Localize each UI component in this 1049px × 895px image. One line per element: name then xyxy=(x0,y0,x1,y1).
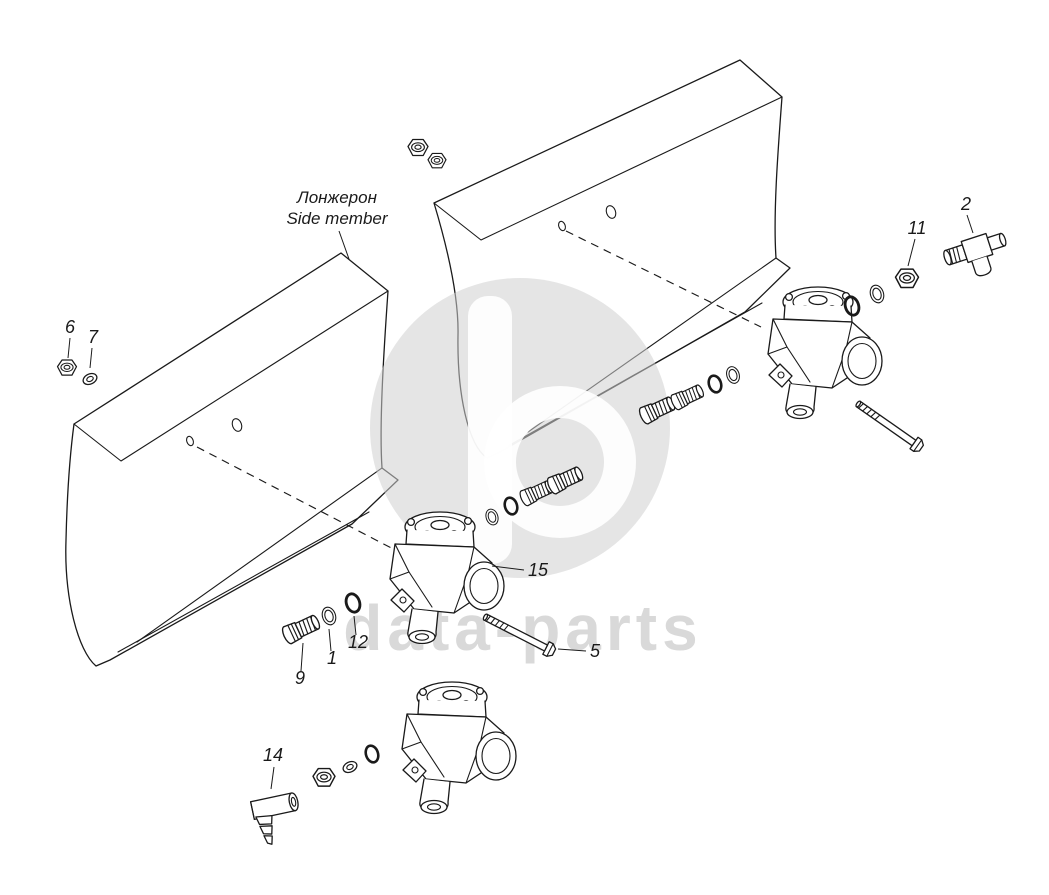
alignment-dashed-line-left xyxy=(196,446,400,553)
hex-nut xyxy=(407,138,429,157)
callout-7: 7 xyxy=(88,327,99,347)
sealing-ring-1 xyxy=(319,604,339,628)
union-fitting-9 xyxy=(279,611,323,646)
o-ring xyxy=(705,372,725,396)
side-member-label-en: Side member xyxy=(286,209,388,228)
callout-11: 11 xyxy=(908,218,927,238)
callout-1: 1 xyxy=(327,648,337,668)
callout-12: 12 xyxy=(348,632,368,652)
side-member-leader-line xyxy=(338,230,350,260)
mounting-bolt xyxy=(852,396,927,455)
leader-line-7 xyxy=(89,347,93,369)
side-member-left xyxy=(65,252,399,667)
mount-hole xyxy=(605,205,617,219)
leader-line-11 xyxy=(907,238,916,267)
callout-5: 5 xyxy=(590,641,601,661)
side-member-label-ru: Лонжерон xyxy=(296,188,378,207)
callout-6: 6 xyxy=(65,317,76,337)
hex-nut xyxy=(427,152,447,169)
leader-line-6 xyxy=(67,337,71,359)
tee-fitting-2 xyxy=(940,227,1015,286)
union-fitting xyxy=(668,381,707,412)
leader-line-2 xyxy=(966,214,974,234)
callouts: 6 7 2 11 15 9 1 12 5 14 xyxy=(65,194,974,790)
leader-line-15 xyxy=(491,565,525,571)
leader-line-1 xyxy=(328,628,332,652)
hex-nut xyxy=(312,767,336,787)
mount-hole xyxy=(231,418,243,432)
o-ring xyxy=(362,742,382,766)
callout-9: 9 xyxy=(295,668,305,688)
hex-nut-6 xyxy=(56,359,78,376)
side-member-label: Лонжерон Side member xyxy=(286,188,389,260)
leader-line-14 xyxy=(270,766,275,790)
leader-line-12 xyxy=(353,615,357,636)
valve-assembly-top xyxy=(767,286,883,420)
callout-15: 15 xyxy=(528,560,549,580)
hex-nut-11 xyxy=(894,268,920,289)
leader-line-9 xyxy=(300,642,304,672)
leader-line-5 xyxy=(557,648,587,652)
elbow-fitting-14 xyxy=(249,791,307,848)
sealing-ring xyxy=(867,282,887,306)
callout-2: 2 xyxy=(960,194,971,214)
watermark-logo xyxy=(370,278,670,578)
mount-hole xyxy=(186,435,194,447)
sealing-ring xyxy=(723,364,743,386)
washer xyxy=(340,758,360,776)
washer-7 xyxy=(80,370,100,388)
valve-assembly-bottom xyxy=(401,681,517,815)
callout-14: 14 xyxy=(263,745,283,765)
mount-hole xyxy=(558,220,566,232)
